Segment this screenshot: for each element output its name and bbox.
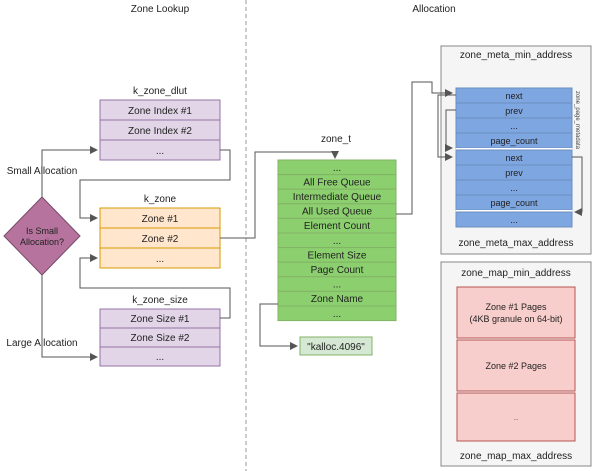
small-branch-arrow: [41, 146, 98, 197]
allocation-header: Allocation: [412, 4, 455, 15]
zone-2-pages-label: Zone #2 Pages: [485, 361, 547, 371]
size-to-k-zone-arrow: [79, 254, 231, 319]
k-zone-dlut-title: k_zone_dlut: [133, 86, 187, 97]
meta-block2-label: next: [505, 153, 523, 163]
zone-t-row-label: ...: [333, 309, 341, 320]
k-zone-row-label: Zone #2: [142, 234, 179, 245]
used-queue-to-metadata-arrow: [396, 81, 453, 215]
zone-2-pages-box: [456, 339, 576, 392]
large-branch-arrow: [41, 275, 98, 361]
k-zone-row: [99, 247, 221, 269]
zone-t-row-label: Zone Name: [311, 294, 364, 305]
dlut-to-k-zone-arrow: [79, 149, 231, 222]
zone-1-pages-sublabel: (4KB granule on 64-bit): [469, 314, 562, 324]
meta-trailing-label: ...: [510, 215, 518, 225]
k-zone-to-zone-t-arrow: [220, 151, 339, 239]
k-zone-size-row: [99, 346, 221, 367]
zone-t-row-label: ...: [333, 163, 341, 174]
meta-trailing-row: [455, 211, 573, 228]
zone-t-row-label: ...: [333, 280, 341, 291]
k-zone-dlut-row-label: Zone Index #2: [128, 126, 192, 137]
k-zone-dlut-table: Zone Index #1 Zone Index #2 ...: [99, 99, 221, 161]
map-max-address-label: zone_map_max_address: [460, 451, 572, 462]
zone-name-value-box: [299, 336, 373, 356]
zone-1-pages-box: [456, 286, 576, 339]
meta-block1-label: page_count: [490, 136, 538, 146]
zone-t-row-label: ...: [333, 236, 341, 247]
k-zone-size-row-label: ...: [156, 352, 164, 363]
meta-block2-label: page_count: [490, 198, 538, 208]
more-pages-box: [456, 392, 576, 442]
meta-block2-label: prev: [505, 168, 523, 178]
zone-lookup-header: Zone Lookup: [131, 4, 190, 15]
zone-t-title: zone_t: [321, 134, 351, 145]
zone-name-arrow: [259, 303, 298, 350]
meta-max-address-label: zone_meta_max_address: [458, 238, 573, 249]
metadata-block-1: next prev ... page_count: [455, 87, 573, 149]
meta-min-address-label: zone_meta_min_address: [460, 50, 572, 61]
decision-diamond: [3, 196, 81, 276]
k-zone-size-title: k_zone_size: [132, 295, 188, 306]
k-zone-title: k_zone: [144, 194, 177, 205]
k-zone-size-row-label: Zone Size #1: [131, 314, 190, 325]
decision-label-line2: Allocation?: [20, 237, 64, 247]
zone-t-row-label: All Free Queue: [303, 177, 371, 188]
k-zone-row-label: ...: [156, 254, 164, 265]
more-pages-label: ...: [513, 416, 518, 422]
meta-prev-link: [445, 109, 456, 152]
k-zone-dlut-row-label: Zone Index #1: [128, 106, 192, 117]
zone-t-row-label: Element Count: [304, 221, 370, 232]
zone-t-row-label: Intermediate Queue: [293, 192, 382, 203]
k-zone-size-row-label: Zone Size #2: [131, 333, 190, 344]
k-zone-dlut-row-label: ...: [156, 146, 164, 157]
zone-t-row-label: Element Size: [308, 250, 367, 261]
zone-1-pages-label: Zone #1 Pages: [485, 302, 547, 312]
zone-t-row-label: Page Count: [311, 265, 364, 276]
meta-block1-label: prev: [505, 106, 523, 116]
meta-block1-label: ...: [510, 121, 518, 131]
zone-t-row: [277, 305, 397, 322]
zone-t-row-label: All Used Queue: [302, 207, 372, 218]
zone-name-value: "kalloc.4096": [307, 342, 365, 353]
k-zone-size-table: Zone Size #1 Zone Size #2 ...: [99, 308, 221, 367]
page-metadata-side-label: zone_page_metadata: [574, 91, 580, 150]
k-zone-table: Zone #1 Zone #2 ...: [99, 207, 221, 269]
map-min-address-label: zone_map_min_address: [461, 268, 571, 279]
meta-block1-label: next: [505, 91, 523, 101]
metadata-block-2: next prev ... page_count: [455, 149, 573, 211]
meta-block2-label: ...: [510, 183, 518, 193]
decision-label-line1: Is Small: [26, 226, 58, 236]
meta-next-link-2: [572, 156, 583, 216]
k-zone-row-label: Zone #1: [142, 214, 179, 225]
